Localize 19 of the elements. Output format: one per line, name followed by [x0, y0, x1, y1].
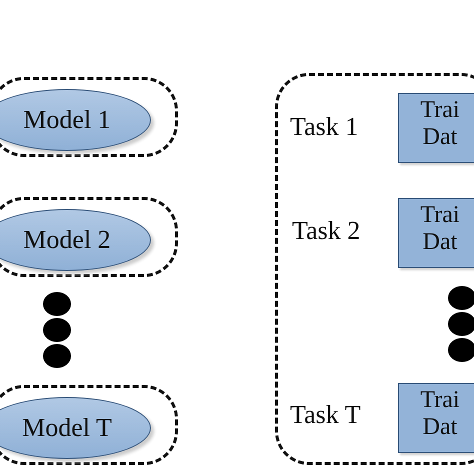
dashed-group-outline: [0, 77, 178, 157]
dashed-group-outline: [0, 385, 178, 465]
node-text: Model T: [22, 413, 112, 443]
model-ellipse: [0, 209, 151, 271]
data-box: [398, 383, 474, 453]
node-text: Model 1: [23, 105, 111, 135]
data-box: [398, 93, 474, 163]
node-text: Trai Dat: [419, 202, 461, 256]
dashed-group-outline: [275, 73, 474, 465]
data-box: [398, 198, 474, 268]
task-label: Task 1: [290, 112, 358, 142]
node-text: Trai Dat: [419, 97, 461, 151]
node-text: Trai Dat: [419, 387, 461, 441]
node-text: Model 2: [23, 225, 111, 255]
task-label: Task T: [290, 400, 361, 430]
model-ellipse: [0, 89, 151, 151]
model-ellipse: [0, 397, 151, 459]
task-label: Task 2: [292, 216, 360, 246]
dashed-group-outline: [0, 197, 178, 277]
